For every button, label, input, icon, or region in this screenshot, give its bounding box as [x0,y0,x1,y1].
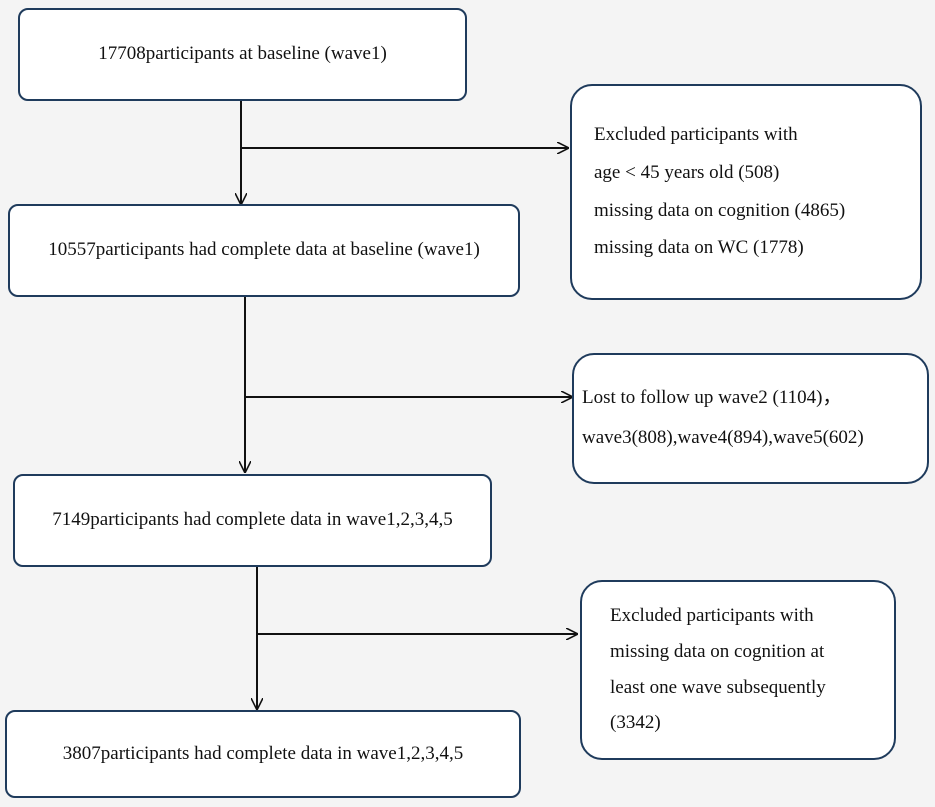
exclusion-3-line-1: Excluded participants with [610,604,814,626]
exclusion-1-line-1: Excluded participants with [594,123,798,145]
exclusion-1-line-3: missing data on cognition (4865) [594,199,846,221]
exclusion-3-line-3: least one wave subsequently [610,676,826,698]
step-complete-waves-box: 7149participants had complete data in wa… [13,474,492,567]
exclusion-box-1: Excluded participants with age < 45 year… [570,84,922,300]
exclusion-box-2: Lost to follow up wave2 (1104)， wave3(80… [572,353,929,484]
exclusion-1-line-2: age < 45 years old (508) [594,161,780,183]
step-baseline-text: 17708participants at baseline (wave1) [98,43,387,65]
exclusion-1-line-4: missing data on WC (1778) [594,237,804,259]
step-baseline-box: 17708participants at baseline (wave1) [18,8,467,101]
exclusion-3-line-2: missing data on cognition at [610,640,825,662]
exclusion-box-3: Excluded participants with missing data … [580,580,896,760]
exclusion-2-line-2: wave3(808),wave4(894),wave5(602) [582,427,864,448]
step-complete-baseline-text: 10557participants had complete data at b… [48,239,480,261]
step-final-text: 3807participants had complete data in wa… [62,742,464,764]
exclusion-3-line-4: (3342) [610,712,661,734]
step-complete-baseline-box: 10557participants had complete data at b… [8,204,520,297]
step-complete-waves-text: 7149participants had complete data in wa… [52,509,453,531]
step-final-box: 3807participants had complete data in wa… [5,710,521,798]
exclusion-2-line-1: Lost to follow up wave2 (1104)， [582,387,842,409]
